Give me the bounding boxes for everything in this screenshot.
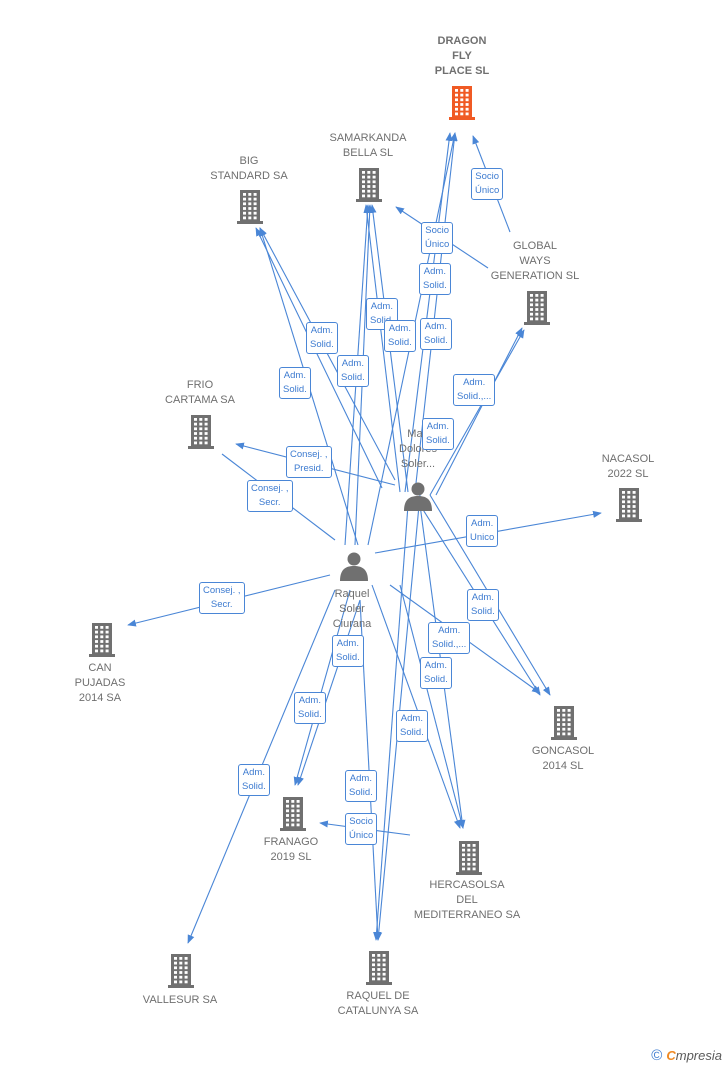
- company-label-nacasol[interactable]: NACASOL 2022 SL: [601, 453, 655, 480]
- brand-name: mpresia: [675, 1048, 722, 1063]
- building-icon[interactable]: [188, 415, 214, 449]
- company-label-goncasol[interactable]: GONCASOL 2014 SL: [531, 745, 595, 772]
- relation-tag[interactable]: Adm. Solid.: [420, 657, 452, 689]
- company-label-samarkanda[interactable]: SAMARKANDA BELLA SL: [329, 132, 407, 159]
- company-label-hercasolsa[interactable]: HERCASOLSA DEL MEDITERRANEO SA: [413, 879, 521, 921]
- building-icon[interactable]: [280, 797, 306, 831]
- empresia-logo: ©Cmpresia: [651, 1047, 722, 1064]
- relation-tag[interactable]: Socio Único: [421, 222, 454, 254]
- relation-tag[interactable]: Adm. Solid.: [279, 367, 311, 399]
- relation-tag[interactable]: Adm. Solid.: [238, 764, 270, 796]
- edge-line: [414, 132, 458, 493]
- company-label-can[interactable]: CAN PUJADAS 2014 SA: [74, 662, 126, 704]
- relation-tag[interactable]: Adm. Solid.: [345, 770, 377, 802]
- edge-line: [371, 584, 461, 829]
- company-label-big[interactable]: BIG STANDARD SA: [210, 155, 288, 182]
- relation-tag[interactable]: Adm. Solid.: [396, 710, 428, 742]
- person-icon[interactable]: [340, 552, 368, 582]
- building-icon[interactable]: [616, 488, 642, 522]
- building-icon[interactable]: [237, 190, 263, 224]
- edge-line: [429, 329, 525, 496]
- relation-tag[interactable]: Adm. Solid.: [419, 263, 451, 295]
- edge-line: [373, 504, 409, 941]
- relation-tag[interactable]: Adm. Solid.,...: [453, 374, 496, 406]
- relation-tag[interactable]: Adm. Solid.: [384, 320, 416, 352]
- brand-initial: C: [666, 1048, 676, 1063]
- relation-tag[interactable]: Consej. , Secr.: [199, 582, 245, 614]
- relation-tag[interactable]: Adm. Solid.: [332, 635, 364, 667]
- company-label-franago[interactable]: FRANAGO 2019 SL: [263, 836, 319, 863]
- relation-tag[interactable]: Adm. Solid.: [306, 322, 338, 354]
- building-icon[interactable]: [456, 841, 482, 875]
- building-icon[interactable]: [356, 168, 382, 202]
- company-label-dragon[interactable]: DRAGON FLY PLACE SL: [434, 35, 490, 77]
- relation-tag[interactable]: Adm. Solid.,...: [428, 622, 471, 654]
- edge-line: [363, 204, 401, 493]
- relation-tag[interactable]: Consej. , Secr.: [247, 480, 293, 512]
- edge-line: [259, 227, 396, 481]
- company-label-frio[interactable]: FRIO CARTAMA SA: [165, 379, 235, 406]
- building-icon[interactable]: [168, 954, 194, 988]
- edge-line: [255, 227, 383, 489]
- relation-tag[interactable]: Adm. Solid.: [467, 589, 499, 621]
- building-icon[interactable]: [89, 623, 115, 657]
- edge-line: [399, 584, 465, 829]
- building-icon[interactable]: [366, 951, 392, 985]
- relation-tag[interactable]: Adm. Solid.: [420, 318, 452, 350]
- copyright-symbol: ©: [651, 1047, 663, 1064]
- company-label-vallesur[interactable]: VALLESUR SA: [142, 994, 218, 1006]
- person-label-raquel[interactable]: Raquel Soler Ciurana: [332, 588, 372, 630]
- building-icon[interactable]: [449, 86, 475, 120]
- relation-tag[interactable]: Socio Único: [345, 813, 378, 845]
- relation-tag[interactable]: Adm. Unico: [466, 515, 499, 547]
- edge-line: [297, 599, 361, 786]
- relation-tag[interactable]: Consej. , Presid.: [286, 446, 332, 478]
- edge-line: [293, 589, 351, 786]
- relation-tag[interactable]: Adm. Solid.: [294, 692, 326, 724]
- company-label-raqueldecat[interactable]: RAQUEL DE CATALUNYA SA: [337, 990, 419, 1017]
- edge-line: [435, 327, 523, 496]
- building-icon[interactable]: [524, 291, 550, 325]
- company-label-global[interactable]: GLOBAL WAYS GENERATION SL: [490, 240, 580, 282]
- building-icon[interactable]: [551, 706, 577, 740]
- person-icon[interactable]: [404, 482, 432, 512]
- relation-tag[interactable]: Adm. Solid.: [422, 418, 454, 450]
- relation-tag[interactable]: Adm. Solid.: [337, 355, 369, 387]
- relation-tag[interactable]: Socio Único: [471, 168, 504, 200]
